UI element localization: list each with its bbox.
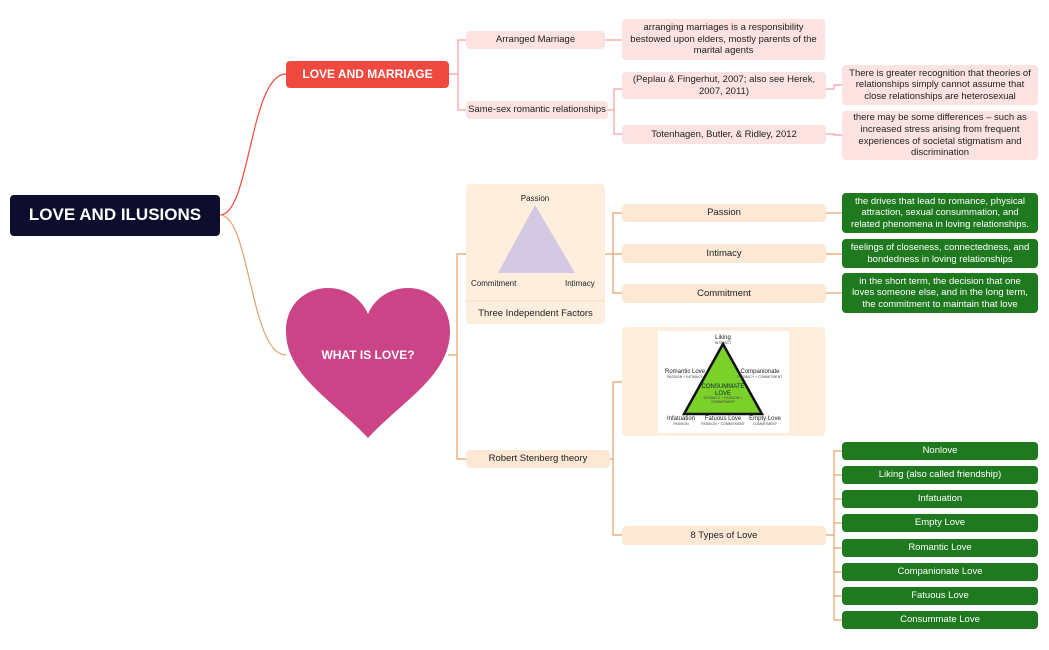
- sternberg-theory-node[interactable]: Robert Stenberg theory: [466, 450, 610, 468]
- intimacy-node[interactable]: Intimacy: [622, 244, 826, 263]
- arranged-marriage-node[interactable]: Arranged Marriage: [466, 31, 605, 49]
- commitment-node[interactable]: Commitment: [622, 284, 826, 303]
- eight-types-node[interactable]: 8 Types of Love: [622, 526, 826, 545]
- three-factors-caption: Three Independent Factors: [478, 308, 593, 320]
- triangle-passion-label: Passion: [520, 194, 550, 203]
- type-empty-love[interactable]: Empty Love: [842, 514, 1038, 532]
- peplau-reference-node[interactable]: (Peplau & Fingerhut, 2007; also see Here…: [622, 72, 826, 99]
- type-nonlove[interactable]: Nonlove: [842, 442, 1038, 460]
- passion-intimacy-commitment-triangle: [466, 205, 605, 302]
- totenhagen-reference-note[interactable]: there may be some differences – such as …: [842, 111, 1038, 160]
- type-romantic-love[interactable]: Romantic Love: [842, 539, 1038, 557]
- love-and-marriage-topic[interactable]: LOVE AND MARRIAGE: [286, 61, 449, 88]
- passion-note[interactable]: the drives that lead to romance, physica…: [842, 193, 1038, 233]
- heart-shape[interactable]: [284, 286, 452, 440]
- arranged-marriage-note[interactable]: arranging marriages is a responsibility …: [622, 19, 825, 60]
- type-consummate-love[interactable]: Consummate Love: [842, 611, 1038, 629]
- type-companionate-love[interactable]: Companionate Love: [842, 563, 1038, 581]
- type-liking[interactable]: Liking (also called friendship): [842, 466, 1038, 484]
- consummate-love-triangle: [681, 341, 765, 416]
- triangle-intimacy-label: Intimacy: [565, 279, 595, 288]
- same-sex-relationships-node[interactable]: Same-sex romantic relationships: [466, 101, 608, 119]
- peplau-reference-note[interactable]: There is greater recognition that theori…: [842, 65, 1038, 105]
- root-topic[interactable]: LOVE AND ILUSIONS: [10, 195, 220, 236]
- type-fatuous-love[interactable]: Fatuous Love: [842, 587, 1038, 605]
- type-infatuation[interactable]: Infatuation: [842, 490, 1038, 508]
- intimacy-note[interactable]: feelings of closeness, connectedness, an…: [842, 239, 1038, 268]
- passion-node[interactable]: Passion: [622, 204, 826, 222]
- commitment-note[interactable]: in the short term, the decision that one…: [842, 273, 1038, 313]
- totenhagen-reference-node[interactable]: Totenhagen, Butler, & Ridley, 2012: [622, 125, 826, 144]
- what-is-love-topic[interactable]: WHAT IS LOVE?: [321, 348, 415, 362]
- triangle-commitment-label: Commitment: [471, 279, 517, 288]
